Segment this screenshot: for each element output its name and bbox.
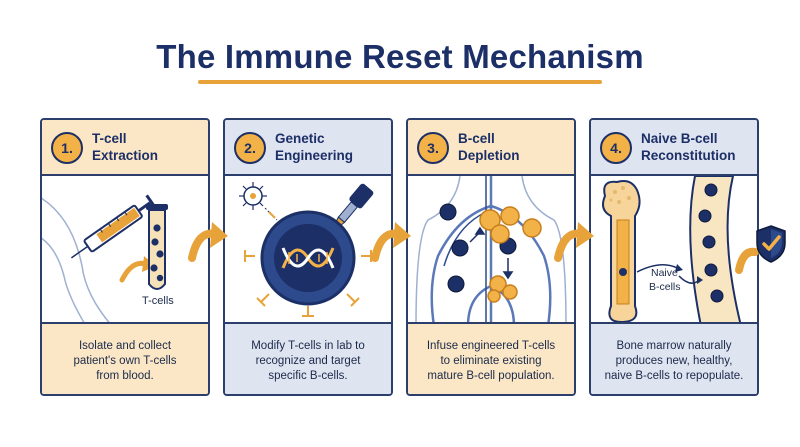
step-description: Isolate and collect patient's own T-cell… [73, 339, 177, 382]
step-header: 2. Genetic Engineering [225, 120, 391, 176]
title-underline [198, 80, 602, 84]
dna-icon [260, 210, 356, 306]
syringe-icon [70, 194, 158, 259]
engineering-illustration [225, 176, 391, 326]
naive-bcells-label-line2: B-cells [649, 281, 681, 293]
step-description-box: Infuse engineered T-cells to eliminate e… [408, 322, 574, 394]
step-header: 4. Naive B-cell Reconstitution [591, 120, 757, 176]
step-description: Bone marrow naturally produces new, heal… [604, 339, 744, 382]
step-panel-3: 3. B-cell Depletion [406, 118, 576, 396]
step-description: Modify T-cells in lab to recognize and t… [251, 339, 365, 382]
depletion-illustration [408, 175, 574, 327]
step-number-badge: 1. [51, 132, 83, 164]
step-description-box: Isolate and collect patient's own T-cell… [42, 322, 208, 394]
bone-icon [602, 180, 641, 324]
step-panel-2: 2. Genetic Engineering [223, 118, 393, 396]
arrow-icon [735, 247, 759, 274]
diagram-title: The Immune Reset Mechanism [156, 38, 644, 75]
step-header: 3. B-cell Depletion [408, 120, 574, 176]
step-description-box: Bone marrow naturally produces new, heal… [591, 322, 757, 394]
extraction-illustration: T-cells [42, 176, 208, 327]
virus-icon [239, 182, 267, 210]
arrow-icon [188, 222, 228, 262]
shield-check-icon [756, 225, 786, 263]
step-panel-1: 1. T-cell Extraction [40, 118, 210, 396]
step-number-badge: 3. [417, 132, 449, 164]
step-number-badge: 2. [234, 132, 266, 164]
arrow-icon [371, 222, 411, 262]
step-number-badge: 4. [600, 132, 632, 164]
reconstitution-illustration: Naive B-cells [591, 175, 757, 327]
test-tube-icon [146, 204, 168, 290]
step-description: Infuse engineered T-cells to eliminate e… [426, 339, 556, 382]
step-panel-4: 4. Naive B-cell Reconstitution [589, 118, 759, 396]
naive-bcells-label-line1: Naive [651, 267, 678, 279]
blood-vessel-icon [689, 175, 743, 327]
arrow-icon [554, 222, 594, 262]
step-header: 1. T-cell Extraction [42, 120, 208, 176]
step-title: Genetic Engineering [275, 131, 354, 163]
step-title: B-cell Depletion [458, 131, 520, 163]
step-description-box: Modify T-cells in lab to recognize and t… [225, 322, 391, 394]
tcells-label: T-cells [142, 295, 174, 307]
step-title: Naive B-cell Reconstitution [641, 131, 736, 163]
step-title: T-cell Extraction [92, 131, 159, 163]
